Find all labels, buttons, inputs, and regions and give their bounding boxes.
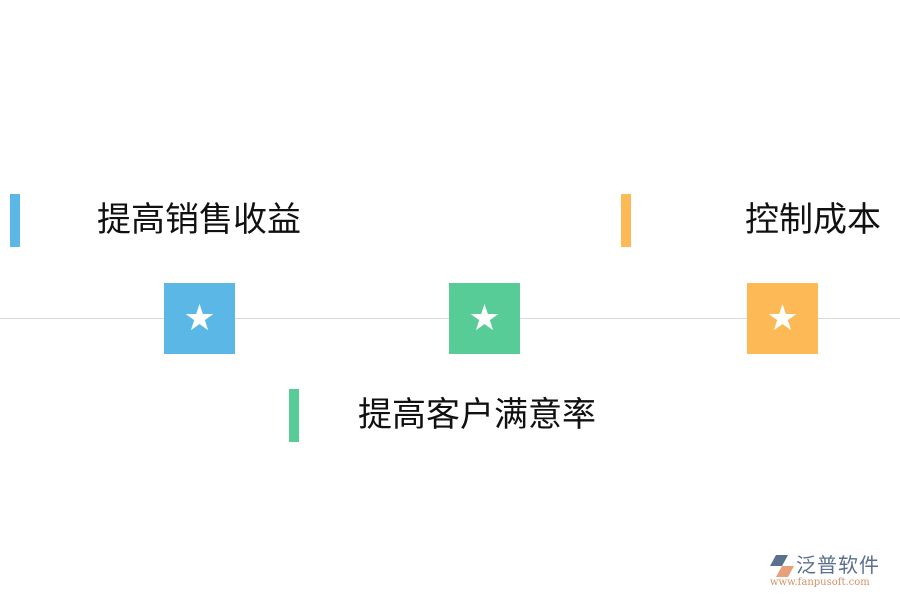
label-customer-satisfaction: 提高客户满意率 — [358, 395, 596, 435]
milestone-box-cost: ★ — [747, 283, 818, 354]
star-icon: ★ — [766, 297, 799, 339]
accent-bar-satisfaction — [289, 389, 299, 442]
watermark-logo: 泛普软件 www.fanpusoft.com — [770, 553, 895, 588]
milestone-box-satisfaction: ★ — [449, 283, 520, 354]
watermark-brand: 泛普软件 — [796, 553, 880, 577]
star-icon: ★ — [183, 297, 216, 339]
fanpu-logo-icon — [770, 555, 794, 577]
watermark-url: www.fanpusoft.com — [770, 577, 870, 588]
label-control-cost: 控制成本 — [745, 200, 881, 240]
accent-bar-sales — [10, 194, 20, 247]
star-icon: ★ — [468, 297, 501, 339]
accent-bar-cost — [621, 194, 631, 247]
milestone-box-sales: ★ — [164, 283, 235, 354]
label-sales-revenue: 提高销售收益 — [97, 200, 301, 240]
